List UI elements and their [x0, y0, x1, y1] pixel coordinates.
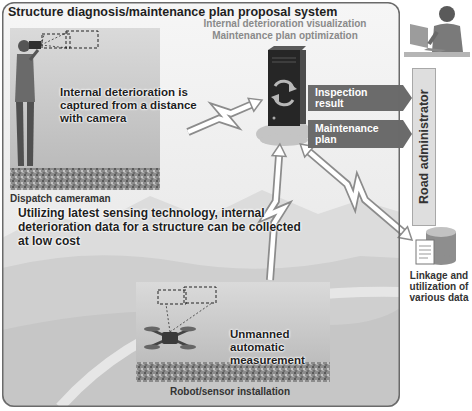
camera-photo-part: [15, 54, 35, 102]
robot-photo-part: [166, 303, 212, 332]
server-node: Internal deterioration visualizationMain…: [262, 44, 308, 144]
administrator-label: Road administrator: [412, 68, 436, 226]
robot-photo-part: [136, 282, 330, 382]
camera-photo-part: [66, 31, 98, 48]
result-arrow: [308, 85, 412, 111]
server-caption: Maintenance plan optimization: [180, 30, 390, 42]
arrow-label: Inspection result: [315, 85, 385, 111]
server-caption: Internal deterioration visualization: [180, 18, 390, 30]
panel-caption: Robot/sensor installation: [170, 386, 340, 398]
landscape: [2, 2, 400, 407]
camera-photo-part: [27, 102, 34, 166]
server-icon-part: [268, 50, 300, 126]
connector-line: [188, 104, 252, 132]
panel-caption: Dispatch cameraman: [10, 193, 180, 205]
panel-text: Internal deterioration is captured from …: [60, 86, 200, 125]
robot-photo-part: [180, 327, 196, 332]
landscape-part: [2, 2, 400, 407]
landscape-part: [2, 190, 400, 407]
note-text: Utilizing latest sensing technology, int…: [18, 206, 310, 248]
data-flow-arrow: [300, 144, 412, 240]
robot-photo-part: [184, 287, 216, 303]
server-icon-part: [300, 50, 306, 124]
administrator-figure-part: [429, 32, 437, 44]
administrator-figure-part: [404, 52, 470, 57]
result-arrow: [308, 120, 412, 148]
database-node: Linkage and utilization of various data: [412, 228, 470, 310]
landscape-part: [2, 255, 400, 407]
server-icon: [256, 46, 311, 146]
robot-photo-part: [180, 345, 196, 350]
database-icon-part: [419, 246, 431, 258]
data-flow-arrow: [188, 98, 262, 132]
data-flow-arrow: [267, 144, 286, 280]
output-arrow: [308, 120, 412, 148]
database-icon: [416, 227, 456, 265]
robot-photo-part: [144, 345, 160, 350]
arrow-label: Maintenance plan: [315, 120, 385, 148]
camera-panel: Internal deterioration is captured from …: [8, 26, 188, 210]
camera-photo-part: [18, 40, 30, 52]
connector-outline: [309, 151, 404, 233]
connector-outline: [188, 104, 252, 132]
connector-line: [267, 155, 284, 280]
system-frame: Structure diagnosis/maintenance plan pro…: [2, 2, 400, 407]
camera-photo-part: [16, 102, 24, 166]
administrator-figure-part: [410, 24, 428, 48]
administrator-figure-part: [424, 48, 446, 52]
camera-photo-part: [29, 41, 41, 49]
robot-photo: [136, 282, 330, 382]
arrow-head: [272, 144, 286, 157]
camera-photo-part: [30, 50, 38, 60]
server-icon-part: [273, 117, 276, 120]
connector-line: [309, 151, 404, 233]
administrator-figure: [404, 6, 470, 57]
administrator-box: Road administrator: [412, 68, 436, 226]
administrator-figure-part: [432, 24, 463, 53]
database-icon-part: [426, 227, 456, 237]
output-arrow: [308, 85, 412, 111]
administrator-figure-part: [439, 6, 455, 22]
server-icon-part: [271, 94, 279, 103]
robot-photo-part: [152, 330, 188, 346]
system-title: Structure diagnosis/maintenance plan pro…: [8, 5, 388, 20]
connector-outline: [267, 155, 284, 280]
camera-photo-part: [10, 168, 160, 190]
robot-photo-part: [158, 290, 186, 304]
server-icon-part: [272, 58, 296, 62]
arrow-head: [248, 98, 262, 111]
database-icon-part: [416, 240, 434, 264]
database-caption: Linkage and utilization of various data: [406, 270, 472, 303]
server-icon-part: [268, 46, 306, 50]
arrow-head: [398, 227, 412, 240]
server-icon-part: [289, 83, 297, 92]
robot-panel: Unmanned automatic measurementRobot/sens…: [134, 280, 334, 402]
robot-photo-part: [162, 332, 178, 344]
panel-text: Unmanned automatic measurement: [230, 328, 312, 367]
robot-photo-part: [144, 327, 160, 332]
